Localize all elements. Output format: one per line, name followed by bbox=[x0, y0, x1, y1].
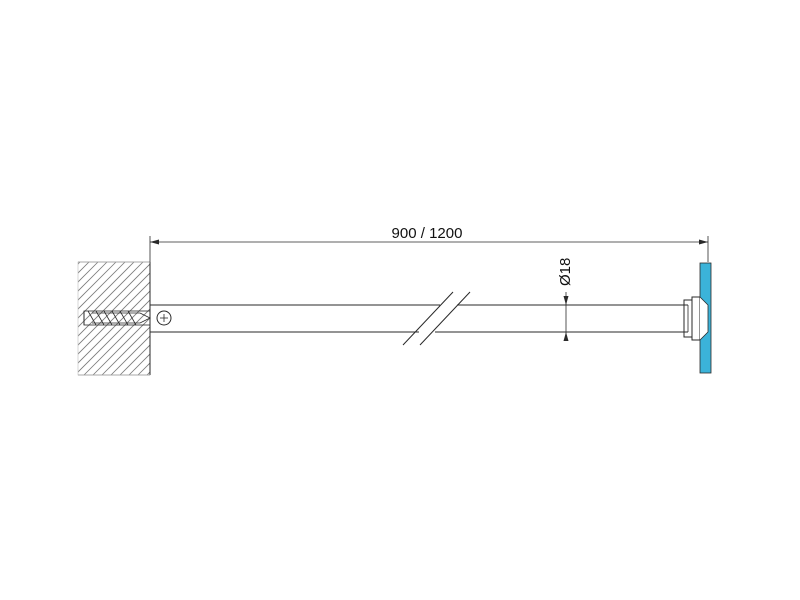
hatch-line bbox=[165, 262, 278, 375]
diameter-label: Ø18 bbox=[557, 258, 574, 286]
hatch-line bbox=[228, 262, 341, 375]
hatch-line bbox=[78, 262, 144, 328]
hatch-line bbox=[110, 335, 150, 375]
hatch-line bbox=[128, 353, 150, 375]
hatch-line bbox=[78, 262, 90, 274]
hatch-line bbox=[78, 262, 108, 292]
length-dimension: 900 / 1200 bbox=[149, 225, 709, 262]
break-line-right bbox=[419, 291, 471, 346]
length-label: 900 / 1200 bbox=[392, 225, 463, 242]
hatch-line bbox=[78, 281, 150, 355]
screw-head bbox=[156, 310, 172, 326]
hatch-line bbox=[174, 262, 287, 375]
glass-panel bbox=[699, 262, 712, 374]
diameter-dimension: Ø18 bbox=[557, 258, 574, 341]
hatch-line bbox=[78, 262, 135, 319]
hatch-line bbox=[78, 263, 150, 337]
rod bbox=[149, 291, 688, 346]
hatch-line bbox=[201, 262, 314, 375]
hatch-line bbox=[78, 262, 81, 265]
glass-connector bbox=[683, 296, 701, 341]
hatch-line bbox=[237, 262, 350, 375]
hatch-line bbox=[255, 262, 368, 375]
hatch-line bbox=[219, 262, 332, 375]
wall-anchor bbox=[83, 310, 151, 326]
hatch-line bbox=[0, 262, 71, 375]
hatch-line bbox=[78, 290, 150, 364]
hatch-line bbox=[78, 262, 99, 283]
hatch-line bbox=[183, 262, 296, 375]
hatch-line bbox=[137, 362, 150, 375]
hatch-line bbox=[101, 326, 150, 375]
hatch-line bbox=[78, 299, 150, 373]
hatch-line bbox=[78, 262, 126, 310]
break-line-left bbox=[402, 291, 454, 346]
hatch-line bbox=[78, 272, 150, 346]
hatch-line bbox=[273, 262, 386, 375]
hatch-line bbox=[156, 262, 269, 375]
hatch-line bbox=[83, 308, 150, 375]
wall-section bbox=[0, 261, 386, 376]
hatch-line bbox=[192, 262, 305, 375]
wall-hatching bbox=[0, 262, 386, 375]
hatch-line bbox=[119, 344, 150, 375]
hatch-line bbox=[264, 262, 377, 375]
hatch-line bbox=[78, 262, 117, 301]
hatch-line bbox=[246, 262, 359, 375]
hatch-line bbox=[210, 262, 323, 375]
